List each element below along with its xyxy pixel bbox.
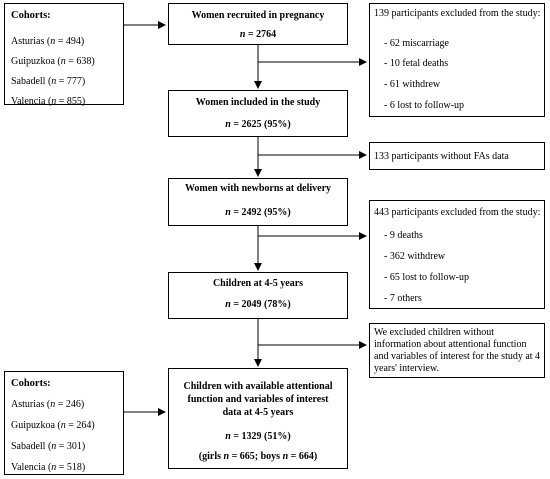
exclusion-2-text: 133 participants without FAs data <box>374 151 509 162</box>
exclusion-3-title: 443 participants excluded from the study… <box>374 207 541 218</box>
cohort-item: Sabadell (n = 301) <box>11 441 86 452</box>
exclusion-1-item: - 6 lost to follow-up <box>384 100 464 111</box>
recruited-box: Women recruited in pregnancy n = 2764 <box>168 3 348 45</box>
exclusion-1-title: 139 participants excluded from the study… <box>374 8 541 19</box>
exclusion-4-line: information about attentional function <box>374 339 527 350</box>
cohorts-box-top: Cohorts: Asturias (n = 494) Guipuzkoa (n… <box>4 3 124 107</box>
exclusion-1-item: - 62 miscarriage <box>384 38 449 49</box>
cohorts-box-bottom: Cohorts: Asturias (n = 246) Guipuzkoa (n… <box>4 371 124 475</box>
children-box: Children at 4-5 years n = 2049 (78%) <box>168 272 348 319</box>
included-count: n = 2625 (95%) <box>225 119 291 130</box>
final-count: n = 1329 (51%) <box>225 431 291 442</box>
exclusion-box-3: 443 participants excluded from the study… <box>369 200 545 309</box>
exclusion-4-line: years' interview. <box>374 363 440 374</box>
cohort-item: Guipuzkoa (n = 638) <box>11 56 95 67</box>
children-count: n = 2049 (78%) <box>225 299 291 310</box>
children-title: Children at 4-5 years <box>212 278 304 289</box>
included-title: Women included in the study <box>195 97 321 108</box>
newborns-box: Women with newborns at delivery n = 2492… <box>168 178 348 226</box>
exclusion-1-item: - 10 fetal deaths <box>384 58 449 69</box>
cohort-item: Asturias (n = 494) <box>11 36 85 47</box>
newborns-title: Women with newborns at delivery <box>184 183 332 194</box>
recruited-title: Women recruited in pregnancy <box>191 10 325 21</box>
exclusion-4-line: and variables of interest for the study … <box>374 351 541 362</box>
final-title-line: function and variables of interest <box>187 394 329 405</box>
exclusion-1-item: - 61 withdrew <box>384 79 441 90</box>
cohort-item: Sabadell (n = 777) <box>11 76 86 87</box>
final-title-line: Children with available attentional <box>183 381 333 392</box>
cohorts-title: Cohorts: <box>11 10 51 21</box>
cohorts-title: Cohorts: <box>11 378 51 389</box>
exclusion-box-4: We excluded children without information… <box>369 323 545 378</box>
cohort-item: Asturias (n = 246) <box>11 399 85 410</box>
exclusion-3-item: - 7 others <box>384 293 422 304</box>
final-title-line: data at 4-5 years <box>222 407 294 418</box>
exclusion-3-item: - 65 lost to follow-up <box>384 272 469 283</box>
cohort-item: Guipuzkoa (n = 264) <box>11 420 95 431</box>
final-box: Children with available attentional func… <box>168 368 348 469</box>
recruited-count: n = 2764 <box>239 29 277 40</box>
exclusion-3-item: - 9 deaths <box>384 230 423 241</box>
exclusion-box-2: 133 participants without FAs data <box>369 142 545 170</box>
cohort-item: Valencia (n = 855) <box>11 96 86 107</box>
newborns-count: n = 2492 (95%) <box>225 207 291 218</box>
exclusion-4-line: We excluded children without <box>374 327 494 338</box>
cohort-item: Valencia (n = 518) <box>11 462 86 473</box>
exclusion-3-item: - 362 withdrew <box>384 251 446 262</box>
included-box: Women included in the study n = 2625 (95… <box>168 90 348 137</box>
final-sex-breakdown: (girls n = 665; boys n = 664) <box>198 451 318 462</box>
exclusion-box-1: 139 participants excluded from the study… <box>369 3 545 117</box>
